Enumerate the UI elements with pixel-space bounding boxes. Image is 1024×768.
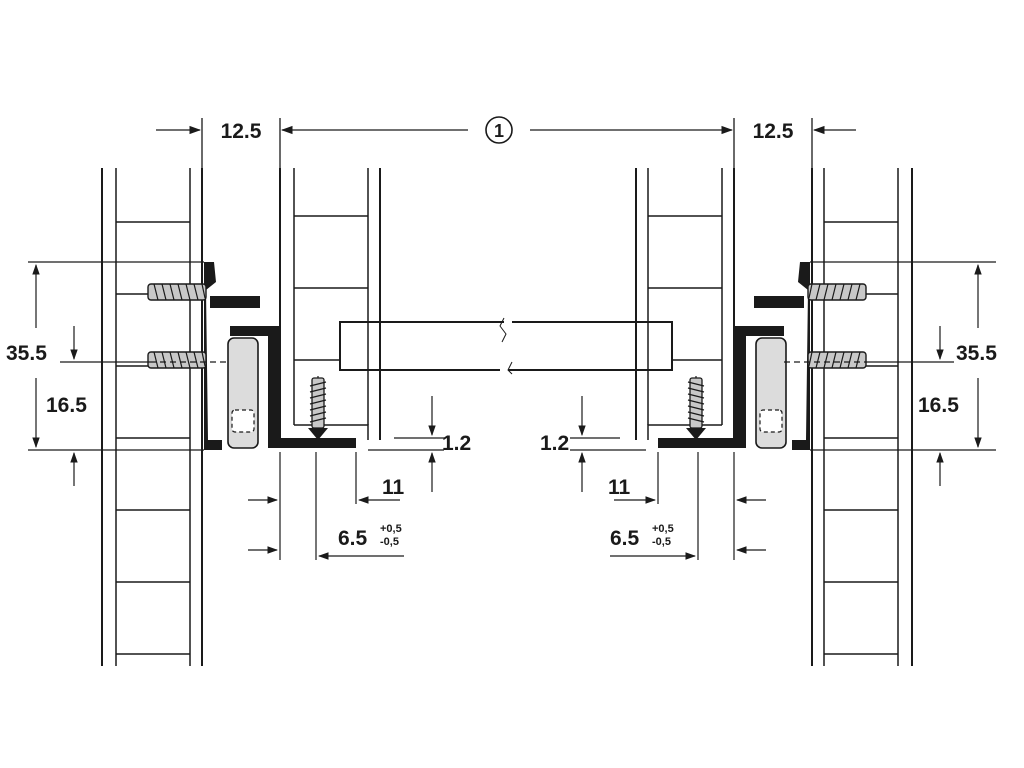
right-tolerance-minus: -0,5: [652, 536, 671, 548]
left-base-gap-label: 1.2: [442, 432, 471, 455]
left-screw-offset-label: 6.5: [338, 527, 368, 550]
left-side-clearance-label: 12.5: [221, 120, 262, 143]
right-lower-height-label: 16.5: [918, 394, 959, 417]
left-total-height-label: 35.5: [6, 342, 47, 365]
right-bottom-dimension-lines: [570, 396, 766, 560]
right-screw-offset-label: 6.5: [610, 527, 640, 550]
left-cabinet-side-panel: [101, 168, 203, 666]
left-bottom-dimension-lines: [248, 396, 444, 560]
right-rail-width-label: 11: [608, 476, 631, 499]
right-total-height-label: 35.5: [956, 342, 997, 365]
left-lower-height-label: 16.5: [46, 394, 87, 417]
left-lower-screw: [147, 351, 207, 369]
right-tolerance-plus: +0,5: [652, 523, 674, 535]
left-height-dimension-lines: [28, 261, 230, 486]
inner-width-number: 1: [494, 121, 504, 141]
left-rail-width-label: 11: [382, 476, 405, 499]
left-tolerance-minus: -0,5: [380, 536, 399, 548]
right-side-clearance-label: 12.5: [753, 120, 794, 143]
right-drawer-side-panel: [635, 168, 735, 440]
right-runner-assembly: [658, 262, 867, 450]
left-tolerance-plus: +0,5: [380, 523, 402, 535]
right-height-dimension-lines: [784, 261, 996, 486]
top-dimension-lines: [156, 118, 856, 168]
right-base-gap-label: 1.2: [540, 432, 569, 455]
inner-width-marker: 1: [485, 116, 513, 144]
drawer-bottom-panel: [339, 317, 673, 375]
left-upper-screw: [147, 283, 207, 301]
right-cabinet-side-panel: [811, 168, 913, 666]
left-drawer-side-panel: [279, 168, 381, 440]
left-wood-screw: [307, 375, 329, 441]
left-runner-assembly: [147, 262, 356, 450]
